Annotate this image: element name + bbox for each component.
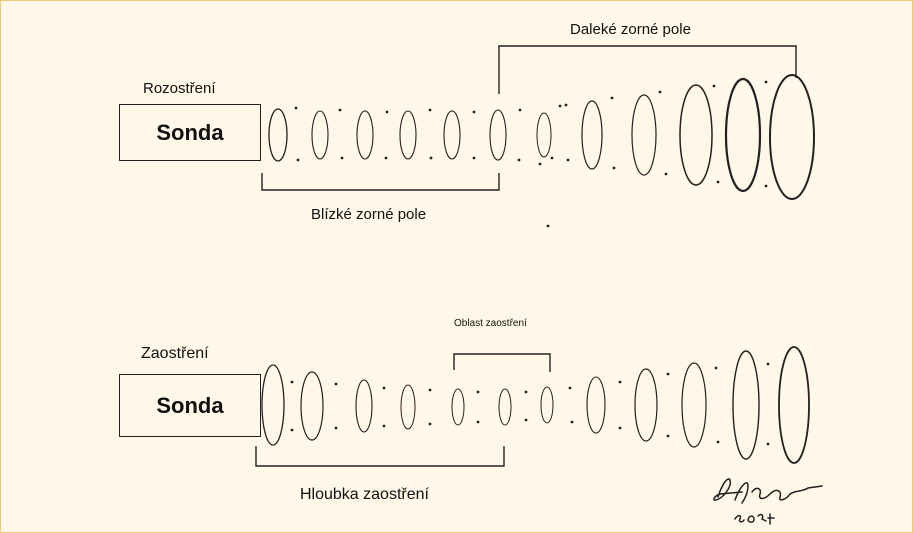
beam-dot bbox=[767, 443, 770, 446]
beam-dot bbox=[335, 383, 338, 386]
beam-ellipse bbox=[262, 365, 284, 445]
focus-depth-bracket bbox=[256, 446, 504, 466]
beam-dot bbox=[335, 427, 338, 430]
focus-region-bracket bbox=[454, 354, 550, 372]
beam-dot bbox=[477, 391, 480, 394]
bottom-beam-dots bbox=[291, 363, 770, 446]
beam-ellipse bbox=[356, 380, 372, 432]
beam-dot bbox=[619, 427, 622, 430]
beam-dot bbox=[525, 391, 528, 394]
beam-dot bbox=[569, 387, 572, 390]
focus-region-label: Oblast zaostření bbox=[454, 318, 527, 329]
beam-dot bbox=[667, 373, 670, 376]
beam-ellipse bbox=[733, 351, 759, 459]
beam-ellipse bbox=[779, 347, 809, 463]
beam-dot bbox=[477, 421, 480, 424]
beam-ellipse bbox=[452, 389, 464, 425]
beam-dot bbox=[525, 419, 528, 422]
beam-dot bbox=[291, 429, 294, 432]
focus-depth-label: Hloubka zaostření bbox=[300, 486, 429, 504]
beam-ellipse bbox=[587, 377, 605, 433]
beam-dot bbox=[383, 425, 386, 428]
beam-ellipse bbox=[682, 363, 706, 447]
beam-ellipse bbox=[301, 372, 323, 440]
beam-dot bbox=[291, 381, 294, 384]
beam-dot bbox=[767, 363, 770, 366]
artist-signature bbox=[714, 479, 822, 524]
beam-dot bbox=[619, 381, 622, 384]
beam-dot bbox=[715, 367, 718, 370]
bottom-beam-ellipses bbox=[262, 347, 809, 463]
beam-dot bbox=[383, 387, 386, 390]
beam-ellipse bbox=[499, 389, 511, 425]
beam-dot bbox=[429, 423, 432, 426]
beam-dot bbox=[667, 435, 670, 438]
beam-ellipse bbox=[401, 385, 415, 429]
beam-ellipse bbox=[541, 387, 553, 423]
beam-dot bbox=[429, 389, 432, 392]
beam-ellipse bbox=[635, 369, 657, 441]
beam-dot bbox=[571, 421, 574, 424]
beam-dot bbox=[717, 441, 720, 444]
